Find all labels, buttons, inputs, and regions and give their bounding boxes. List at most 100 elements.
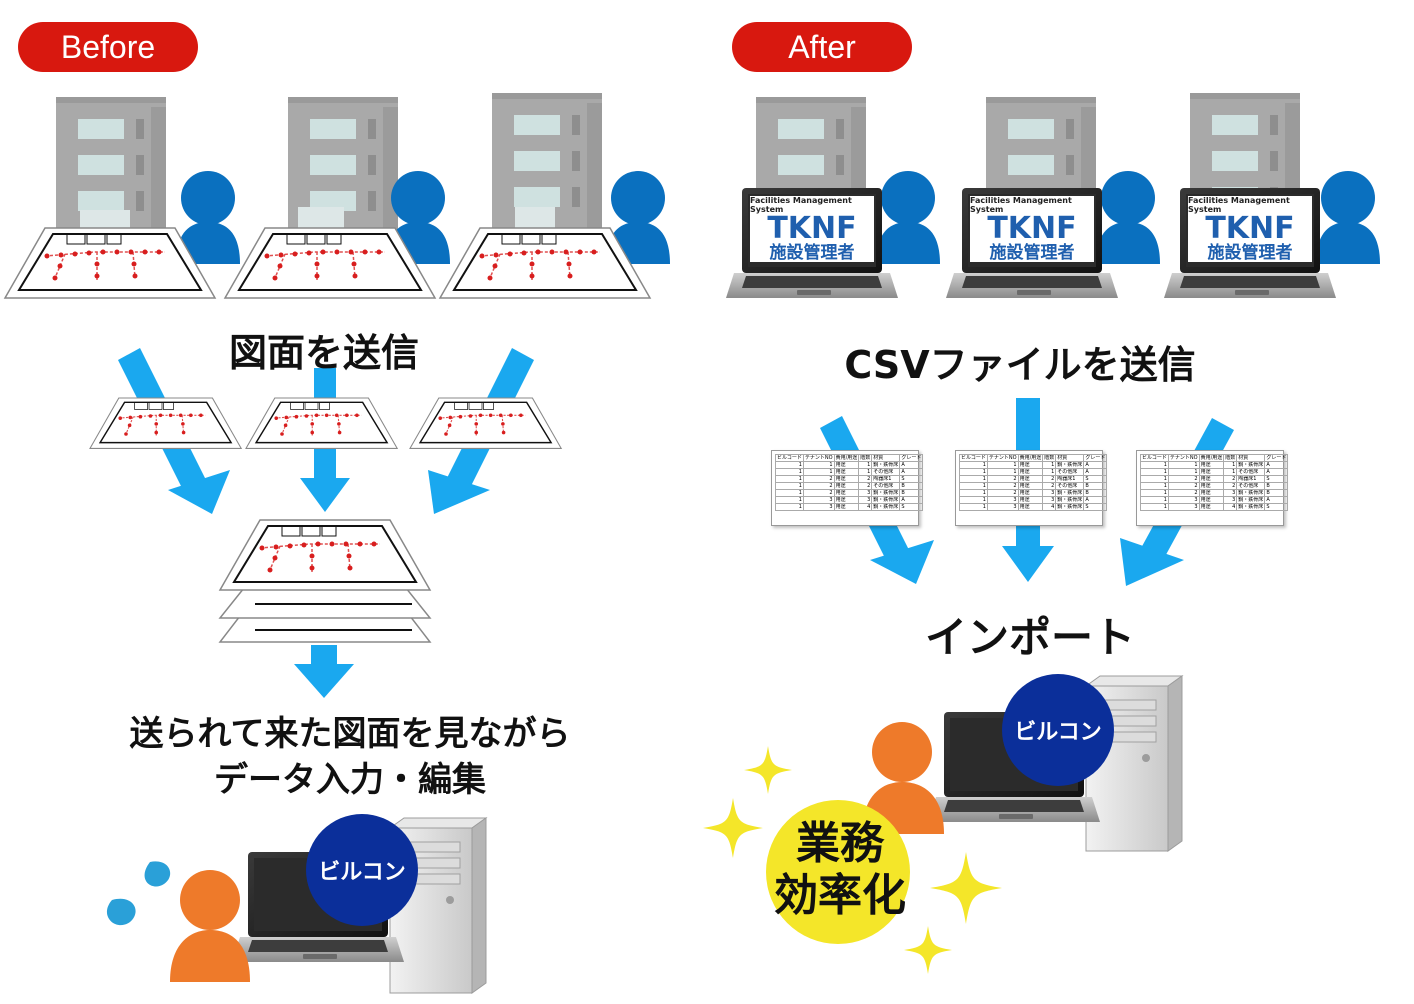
csv-cell: 陶器床1 <box>1055 475 1085 483</box>
csv-header-cell: グレード <box>1083 454 1108 462</box>
csv-cell: 用途 <box>833 496 860 504</box>
csv-cell: 鋼・鉄骨床 <box>1055 496 1085 504</box>
csv-cell: 用途 <box>1017 475 1044 483</box>
after-label: After <box>732 22 912 72</box>
csv-header-cell: ビルコード <box>959 454 988 462</box>
csv-cell: その他床 <box>1055 482 1085 490</box>
csv-header-cell: 材質 <box>871 454 901 462</box>
csv-header-cell: 材質 <box>1055 454 1085 462</box>
tknf-screen-3: Facilities Management System TKNF 施設管理者 <box>1188 196 1312 262</box>
app-badge-circle-before <box>306 814 418 926</box>
csv-cell: 1 <box>858 468 873 476</box>
csv-cell: 2 <box>986 489 1019 497</box>
app-badge-before: ビルコン <box>318 860 406 885</box>
csv-cell: 2 <box>1167 489 1200 497</box>
csv-cell: 1 <box>1140 482 1169 490</box>
csv-cell: A <box>1083 461 1108 469</box>
csv-cell: 4 <box>1042 503 1057 511</box>
csv-cell: 1 <box>986 468 1019 476</box>
csv-cell: 3 <box>1223 489 1238 497</box>
csv-cell: 1 <box>1140 503 1169 511</box>
csv-cell: 1 <box>775 482 804 490</box>
csv-cell: A <box>1264 461 1289 469</box>
csv-cell: 1 <box>1167 468 1200 476</box>
csv-cell: 3 <box>1042 496 1057 504</box>
efficiency-text: 業務 効率化 <box>750 818 930 922</box>
plan-stack-top <box>219 519 431 591</box>
csv-cell: 1 <box>1140 496 1169 504</box>
sparkle-icon-4 <box>904 926 952 974</box>
csv-cell: 1 <box>775 475 804 483</box>
csv-header-cell: 階数 <box>858 454 873 462</box>
csv-cell: 1 <box>1140 468 1169 476</box>
csv-cell: 用途 <box>1198 482 1225 490</box>
csv-cell: S <box>1083 475 1108 483</box>
csv-cell: A <box>1083 496 1108 504</box>
csv-cell: A <box>1264 468 1289 476</box>
tknf-jp-title: 施設管理者 <box>1207 242 1293 263</box>
csv-cell: 1 <box>1167 461 1200 469</box>
csv-header-cell: 費用/用途 <box>833 454 860 462</box>
csv-cell: 1 <box>1140 475 1169 483</box>
person-icon-5 <box>1096 171 1160 264</box>
csv-header-cell: グレード <box>1264 454 1289 462</box>
csv-header-cell: 費用/用途 <box>1017 454 1044 462</box>
csv-cell: 1 <box>1223 461 1238 469</box>
csv-cell: 3 <box>802 503 835 511</box>
csv-header-cell: 材質 <box>1236 454 1266 462</box>
csv-cell: 2 <box>858 475 873 483</box>
efficiency-burst <box>766 800 910 944</box>
plan-small-3 <box>409 397 562 450</box>
csv-cell: 1 <box>802 461 835 469</box>
csv-cell: 3 <box>986 496 1019 504</box>
csv-cell: 2 <box>802 482 835 490</box>
csv-cell: 2 <box>1042 482 1057 490</box>
csv-cell: A <box>899 496 924 504</box>
caption-work-line2: データ入力・編集 <box>214 760 486 800</box>
csv-cell: その他床 <box>1236 482 1266 490</box>
csv-cell: 陶器床1 <box>871 475 901 483</box>
efficiency-line2: 効率化 <box>774 870 906 921</box>
csv-cell: 用途 <box>833 461 860 469</box>
csv-cell: 1 <box>959 461 988 469</box>
csv-cell: 用途 <box>833 482 860 490</box>
tknf-screen-2: Facilities Management System TKNF 施設管理者 <box>970 196 1094 262</box>
csv-cell: 鋼・鉄骨床 <box>1236 496 1266 504</box>
tknf-title: TKNF <box>767 210 857 246</box>
csv-cell: 鋼・鉄骨床 <box>1236 461 1266 469</box>
app-badge-circle-after <box>1002 674 1114 786</box>
efficiency-line1: 業務 <box>796 818 884 869</box>
tknf-title: TKNF <box>1205 210 1295 246</box>
csv-cell: 2 <box>802 475 835 483</box>
csv-cell: 用途 <box>1198 496 1225 504</box>
person-orange-before <box>170 870 250 982</box>
tknf-subtitle: Facilities Management System <box>750 195 852 214</box>
csv-header-cell: 階数 <box>1223 454 1238 462</box>
csv-cell: 鋼・鉄骨床 <box>1055 503 1085 511</box>
csv-cell: 鋼・鉄骨床 <box>871 489 901 497</box>
csv-cell: 鋼・鉄骨床 <box>871 461 901 469</box>
csv-cell: 1 <box>959 489 988 497</box>
person-icon-4 <box>876 171 940 264</box>
caption-send-csv: CSVファイルを送信 <box>844 343 1196 387</box>
csv-cell: 1 <box>775 503 804 511</box>
csv-cell: 用途 <box>1198 468 1225 476</box>
